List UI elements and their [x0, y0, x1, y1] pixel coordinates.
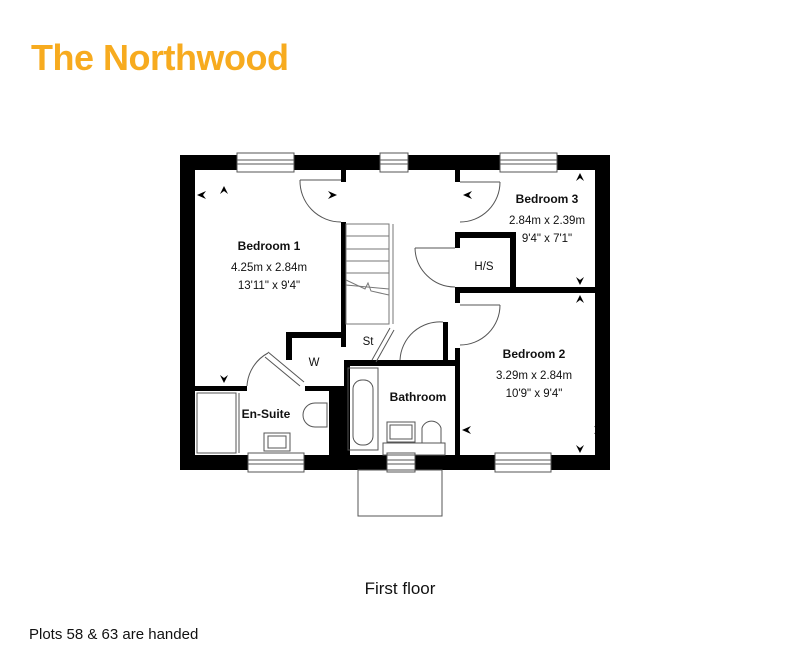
stairs	[345, 223, 394, 325]
room-dimension: 10'9" x 9'4"	[506, 388, 563, 400]
floor-label: First floor	[364, 579, 436, 598]
room-name-bedroom-1: Bedroom 1	[238, 239, 301, 253]
room-dimension: 13'11" x 9'4"	[238, 280, 300, 292]
room-dimension: 4.25m x 2.84m	[231, 262, 307, 274]
room-dimension: 2.84m x 2.39m	[509, 215, 585, 227]
room-name-hs: H/S	[474, 261, 494, 273]
interior-walls	[195, 170, 610, 457]
room-name-bedroom-2: Bedroom 2	[503, 347, 566, 361]
page-title: The Northwood	[31, 37, 289, 78]
room-name-bedroom-3: Bedroom 3	[516, 192, 579, 206]
handed-note: Plots 58 & 63 are handed	[29, 626, 199, 643]
room-name-w: W	[309, 357, 320, 369]
room-name-st: St	[363, 336, 375, 348]
windows	[236, 152, 558, 473]
room-dimension: 9'4" x 7'1"	[522, 233, 572, 245]
fixtures	[196, 367, 446, 456]
room-dimension: 3.29m x 2.84m	[496, 370, 572, 382]
doors	[246, 179, 501, 387]
room-name-en-suite: En-Suite	[242, 407, 291, 421]
dimension-arrows	[197, 173, 608, 453]
room-name-bathroom: Bathroom	[390, 390, 447, 404]
